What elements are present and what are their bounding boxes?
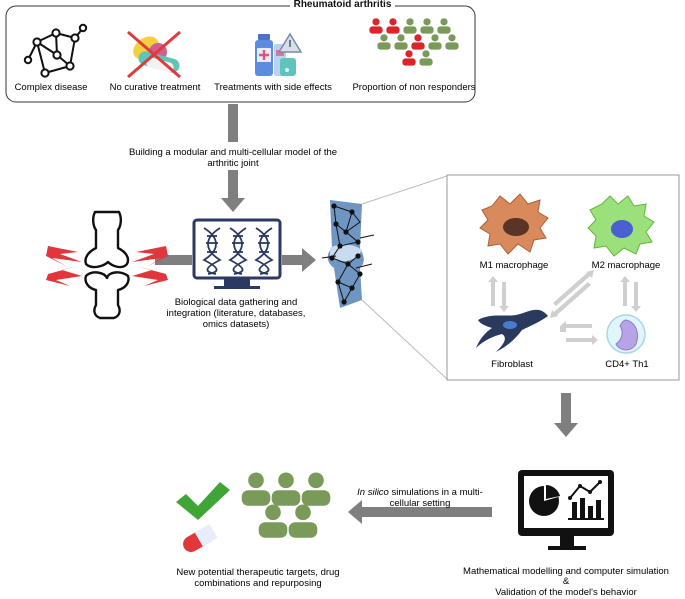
person-figure <box>403 18 417 34</box>
person-figure <box>301 472 331 506</box>
in-silico-rest: simulations in a multi- <box>389 487 483 498</box>
arrow-monitor-to-model <box>282 248 316 272</box>
in-silico-line1: In silico simulations in a multi- <box>357 487 483 498</box>
item-label-complex-disease: Complex disease <box>15 82 88 93</box>
arrow-joint-to-monitor <box>155 255 192 265</box>
in-silico-emphasis: In silico <box>357 487 389 498</box>
zoom-line-bottom <box>361 299 448 380</box>
item-label-side-effects: Treatments with side effects <box>214 82 332 93</box>
m2-macrophage-cell <box>587 195 655 257</box>
computer-charts-icon <box>518 470 614 550</box>
label-m2-macrophage: M2 macrophage <box>592 260 661 271</box>
person-figure <box>411 34 425 50</box>
data-gathering-line2: integration (literature, databases, <box>167 308 306 319</box>
person-figure <box>369 18 383 34</box>
person-figure <box>420 18 434 34</box>
person-figure <box>288 504 318 538</box>
label-m1-macrophage: M1 macrophage <box>480 260 549 271</box>
top-panel-title-wrap: Rheumatoid arthritis <box>0 0 685 10</box>
zoom-line-top <box>361 175 448 205</box>
person-figure <box>377 34 391 50</box>
top-panel-frame <box>5 5 476 103</box>
data-gathering-line3: omics datasets) <box>203 319 270 330</box>
label-cd4-th1: CD4+ Th1 <box>605 359 648 370</box>
arrow-top-down <box>228 104 238 142</box>
validation-line3: Validation of the model's behavior <box>495 587 637 598</box>
capsule-pill-icon <box>183 524 218 552</box>
fibroblast-cell <box>476 309 548 352</box>
data-gathering-line1: Biological data gathering and <box>175 297 298 308</box>
person-figure <box>241 472 271 506</box>
arrow-computer-to-outcome <box>348 500 492 524</box>
joint-network-model-icon <box>321 200 375 308</box>
person-figure <box>419 50 433 66</box>
researchers-group-icon <box>241 472 331 538</box>
network-graph-icon <box>23 23 88 78</box>
person-figure <box>445 34 459 50</box>
validation-line1: Mathematical modelling and computer simu… <box>463 566 669 577</box>
m1-macrophage-cell <box>479 193 549 255</box>
dna-monitor-icon <box>192 218 282 289</box>
outcomes-line2: combinations and repurposing <box>194 578 321 589</box>
person-figure <box>386 18 400 34</box>
person-figure <box>402 50 416 66</box>
item-label-non-responders: Proportion of non responders <box>352 82 475 93</box>
person-figure <box>271 472 301 506</box>
building-model-line2: arthritic joint <box>207 158 259 169</box>
pain-bolt-icons <box>46 246 168 286</box>
person-figure <box>258 504 288 538</box>
cell-interaction-arrows <box>488 270 641 345</box>
top-panel-title: Rheumatoid arthritis <box>289 0 396 10</box>
knee-joint-icon <box>84 210 130 320</box>
building-model-line1: Building a modular and multi-cellular mo… <box>129 147 337 158</box>
medicine-warning-icon <box>255 32 303 76</box>
person-figure <box>428 34 442 50</box>
person-figure <box>394 34 408 50</box>
crossed-pills-icon <box>127 30 181 79</box>
arrow-cells-down <box>554 393 578 437</box>
outcomes-line1: New potential therapeutic targets, drug <box>176 567 339 578</box>
arrow-down-to-monitor <box>221 170 245 212</box>
validation-line2: & <box>563 576 570 587</box>
label-fibroblast: Fibroblast <box>491 359 533 370</box>
in-silico-line2: cellular setting <box>390 498 451 509</box>
checkmark-icon <box>176 482 230 520</box>
people-group-icon <box>369 18 459 66</box>
person-figure <box>437 18 451 34</box>
item-label-no-curative: No curative treatment <box>110 82 201 93</box>
cd4-th1-cell <box>606 314 646 354</box>
